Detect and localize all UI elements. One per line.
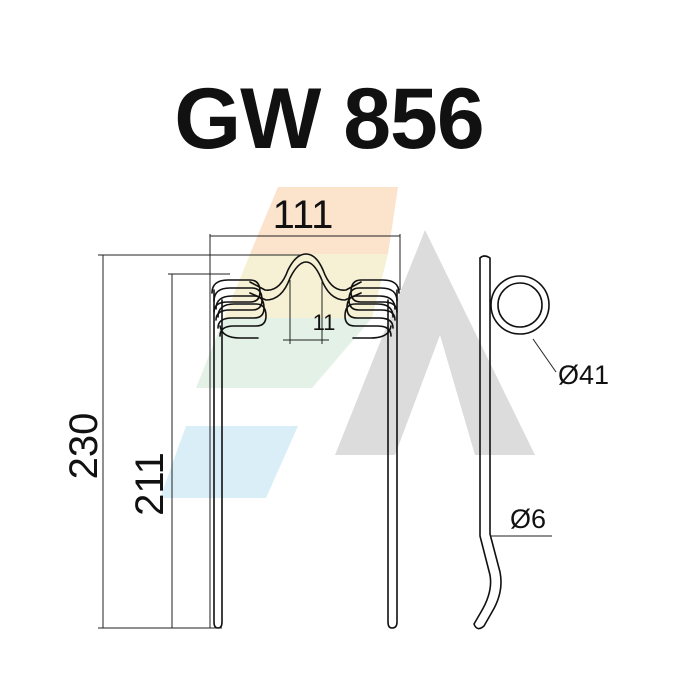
- coil-diameter-label: Ø41: [558, 360, 609, 390]
- coil-gap-label: 11: [313, 310, 336, 335]
- side-view: Ø41 Ø6: [473, 255, 609, 630]
- part-number-title: GW 856: [174, 71, 483, 167]
- coil-diameter-leader: [532, 338, 557, 373]
- height-tine-dimension: 211: [128, 273, 230, 628]
- logo-gray-a: [335, 230, 535, 455]
- height-tine-label: 211: [128, 452, 172, 516]
- side-coil-outer: [490, 275, 550, 335]
- wire-diameter-label: Ø6: [510, 504, 546, 534]
- center-bridge: [249, 253, 362, 291]
- logo-stripe-green: [196, 318, 372, 388]
- height-total-dimension: 230: [62, 254, 300, 629]
- width-dimension: 111: [209, 193, 401, 628]
- side-coil-inner: [497, 282, 543, 328]
- logo-stripe-orange: [250, 187, 398, 254]
- side-shaft: [473, 257, 502, 630]
- center-bridge-inner: [249, 261, 362, 301]
- height-total-label: 230: [62, 413, 106, 480]
- logo-stripe-blue: [160, 426, 298, 498]
- brand-logo-a-icon: [160, 187, 535, 498]
- right-tine: [387, 289, 398, 629]
- logo-stripe-yellow: [224, 254, 388, 318]
- width-label: 111: [273, 193, 334, 237]
- right-coil: [344, 279, 400, 339]
- side-upper-stub: [479, 255, 491, 301]
- left-coil: [211, 279, 267, 339]
